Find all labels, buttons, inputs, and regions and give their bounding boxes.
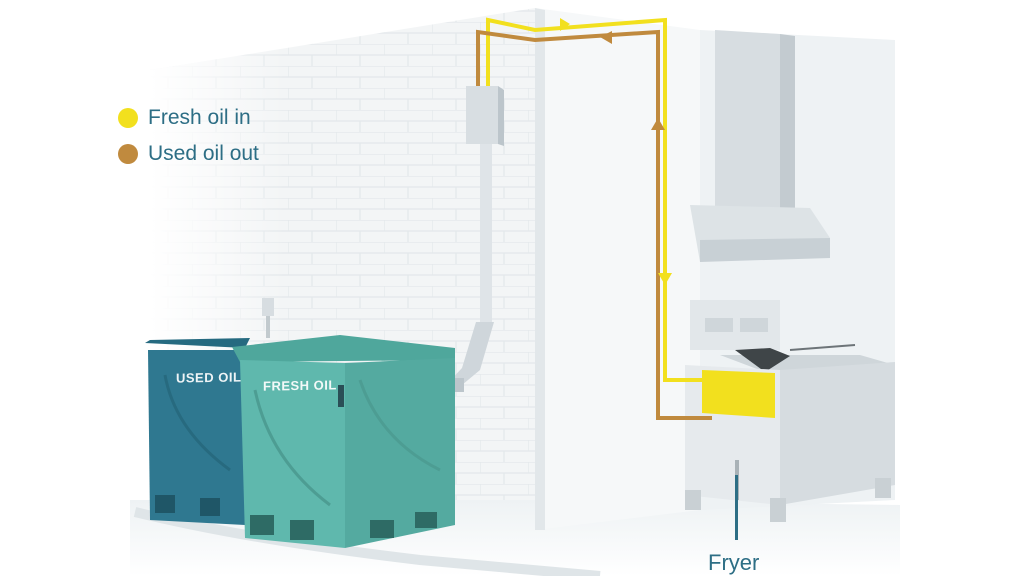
junction-box: [440, 86, 504, 392]
fresh-oil-line: [486, 17, 712, 382]
legend-used-label: Used oil out: [148, 142, 259, 165]
legend-used-dot: [118, 144, 138, 164]
used-oil-line: [476, 29, 712, 420]
legend-fresh-oil: Fresh oil in: [118, 106, 251, 130]
fryer-caption: Fryer: [708, 550, 760, 575]
tank-sensor: [262, 298, 274, 338]
down-arrow-icon: [658, 273, 672, 285]
oil-lines: [476, 17, 712, 420]
used-oil-arrow-icon: [600, 31, 612, 44]
used-oil-tank-label: USED OIL: [176, 369, 242, 386]
fresh-oil-arrow-icon: [560, 18, 570, 31]
range-hood: [690, 30, 830, 262]
legend-fresh-dot: [118, 108, 138, 128]
up-arrow-icon: [651, 118, 665, 130]
legend-fresh-label: Fresh oil in: [148, 106, 251, 129]
interior-wall: [535, 8, 700, 530]
fresh-oil-tank: [232, 335, 455, 548]
fresh-oil-tank-label: FRESH OIL: [263, 377, 337, 394]
fryer-unit: [685, 300, 895, 540]
fryer-oil-vat: [702, 370, 775, 418]
legend-used-oil: Used oil out: [118, 142, 259, 166]
wall-edge: [535, 8, 545, 530]
used-oil-tank: [145, 338, 250, 525]
fresh-oil-tank-body: [240, 360, 345, 548]
